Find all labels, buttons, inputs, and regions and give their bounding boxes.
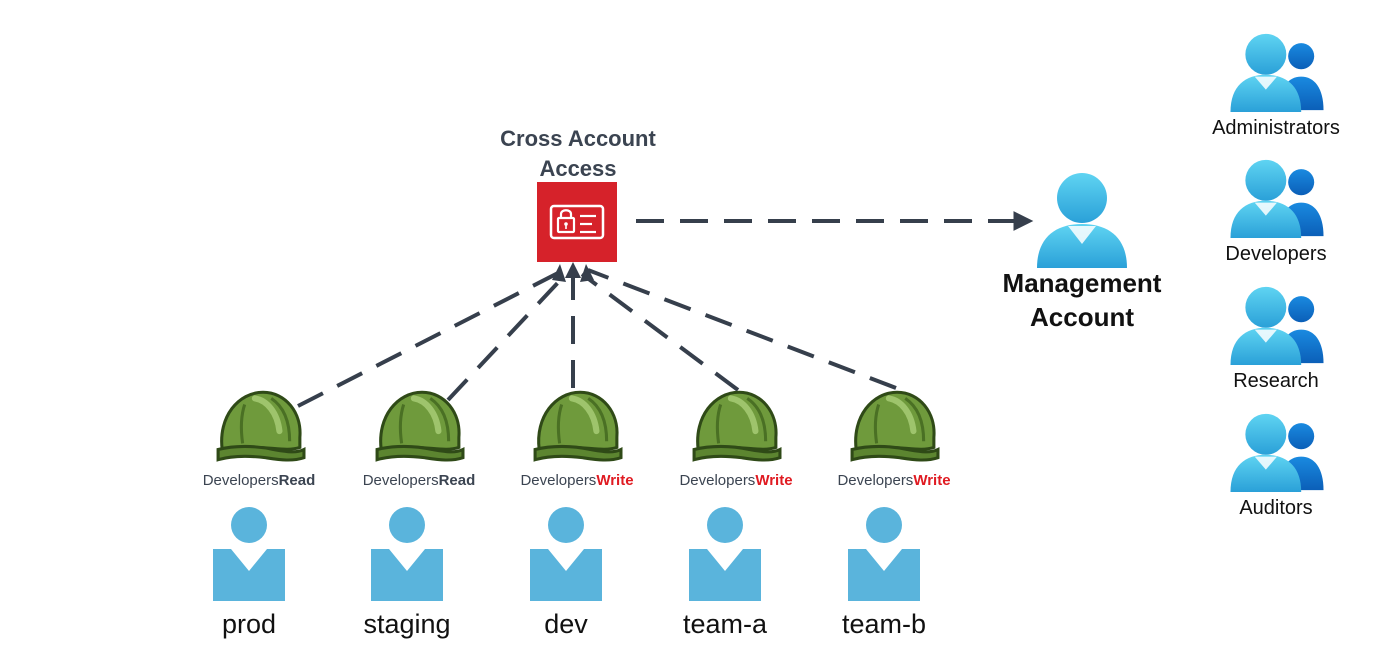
id-card-icon [537, 182, 617, 262]
connector-group [297, 262, 897, 408]
role-label: DevelopersWrite [679, 472, 792, 489]
group-users-icon [1230, 33, 1324, 112]
role-column-prod: DevelopersRead prod [203, 392, 316, 639]
helmet-icon [218, 392, 304, 460]
account-user-icon [689, 507, 761, 601]
management-label-line1: Management [1003, 268, 1162, 298]
role-column-dev: DevelopersWrite dev [520, 392, 634, 639]
group-label: Administrators [1212, 117, 1340, 139]
role-label: DevelopersRead [363, 472, 476, 489]
group-developers: Developers [1225, 159, 1327, 265]
account-label-dev: dev [544, 609, 588, 639]
group-label: Auditors [1239, 497, 1312, 519]
account-label-prod: prod [222, 609, 276, 639]
helmet-icon [377, 392, 463, 460]
account-label-staging: staging [363, 609, 450, 639]
helmet-icon [852, 392, 938, 460]
role-suffix: Write [913, 472, 950, 489]
role-suffix: Read [439, 472, 476, 489]
account-user-icon [371, 507, 443, 601]
helmet-icon [694, 392, 780, 460]
role-column-team-a: DevelopersWrite team-a [679, 392, 793, 639]
group-label: Developers [1225, 243, 1326, 265]
cross-account-title-line1: Cross Account [500, 126, 656, 151]
account-label-team-b: team-b [842, 609, 926, 639]
role-label: DevelopersWrite [520, 472, 633, 489]
connector-staging [446, 272, 568, 402]
group-users-icon [1230, 286, 1324, 365]
group-auditors: Auditors [1230, 413, 1324, 519]
helmet-icon [535, 392, 621, 460]
role-suffix: Write [596, 472, 633, 489]
account-user-icon [213, 507, 285, 601]
management-user-icon [1037, 173, 1127, 268]
group-label: Research [1233, 370, 1319, 392]
role-column-staging: DevelopersRead staging [363, 392, 476, 639]
role-suffix: Write [755, 472, 792, 489]
role-label: DevelopersRead [203, 472, 316, 489]
group-users-icon [1230, 413, 1324, 492]
arrowheads [552, 262, 594, 282]
cross-account-title-line2: Access [539, 156, 616, 181]
account-user-icon [530, 507, 602, 601]
group-administrators: Administrators [1212, 33, 1340, 139]
role-suffix: Read [279, 472, 316, 489]
management-label-line2: Account [1030, 302, 1134, 332]
connector-prod [297, 270, 561, 408]
group-users-icon [1230, 159, 1324, 238]
account-user-icon [848, 507, 920, 601]
group-research: Research [1230, 286, 1324, 392]
account-label-team-a: team-a [683, 609, 768, 639]
role-label: DevelopersWrite [837, 472, 950, 489]
role-column-team-b: DevelopersWrite team-b [837, 392, 951, 639]
connector-team-b [587, 268, 897, 390]
connector-team-a [580, 272, 740, 392]
